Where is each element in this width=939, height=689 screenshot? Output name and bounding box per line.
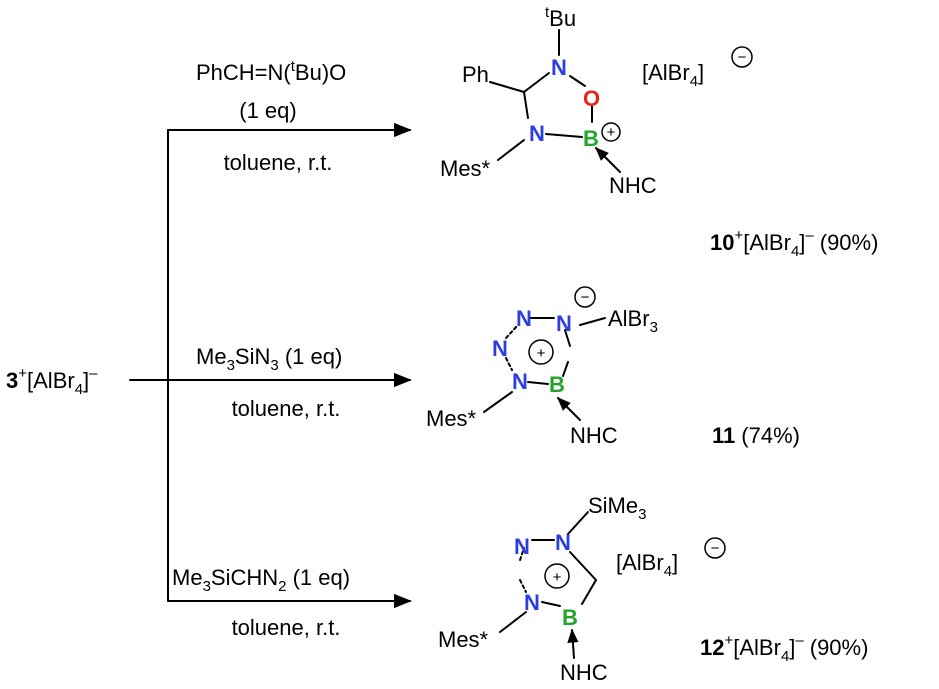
product-12-label: 12+[AlBr4]–(90%): [700, 632, 868, 665]
product-10-label: 10+[AlBr4]–(90%): [710, 227, 878, 260]
product-12-anion: [AlBr4]: [616, 550, 678, 580]
product-11-n1: N: [516, 306, 532, 331]
product-10-boron-charge: +: [607, 124, 616, 141]
start-anion-close: ]: [83, 368, 89, 393]
product-11-n3: N: [556, 311, 572, 336]
product-11-al-charge: −: [581, 289, 590, 306]
conditions-route-3: Me3SiCHN2 (1 eq) toluene, r.t.: [172, 565, 350, 640]
product-12-boron: B: [562, 605, 578, 630]
product-10-anion-charge: −: [738, 49, 747, 66]
product-12-nhc: NHC: [560, 660, 608, 685]
product-10-mes: Mes*: [440, 156, 491, 181]
conditions-route-2: Me3SiN3 (1 eq) toluene, r.t.: [196, 344, 342, 421]
product-10-n-bottom: N: [529, 121, 545, 146]
start-compound-number: 3: [6, 368, 18, 393]
branch-lines: [129, 122, 412, 609]
conditions-2: toluene, r.t.: [232, 396, 341, 421]
reagent-1-eq: (1 eq): [239, 98, 296, 123]
product-12-mes: Mes*: [438, 627, 489, 652]
product-10-oxygen: O: [583, 86, 600, 111]
reagent-2: Me3SiN3 (1 eq): [196, 344, 342, 374]
start-anion-sub: 4: [75, 381, 83, 398]
conditions-1: toluene, r.t.: [224, 150, 333, 175]
start-anion-charge: –: [89, 365, 98, 382]
product-11-ring-charge: +: [537, 345, 546, 362]
product-11-albr3: AlBr3: [608, 306, 658, 336]
product-10-n-top: N: [551, 55, 567, 80]
product-11-boron: B: [549, 372, 565, 397]
product-12-ring-charge: +: [553, 569, 562, 586]
product-11-n4: N: [512, 369, 528, 394]
start-charge-sup: +: [18, 365, 27, 382]
product-10-structure: tBu Ph N O N B + Mes* NHC [AlBr4] −: [440, 4, 753, 198]
product-10-nhc: NHC: [609, 173, 657, 198]
product-12-n3: N: [524, 590, 540, 615]
product-11-structure: + N N N N B − AlBr3 Mes* NHC: [426, 286, 658, 448]
product-10-boron: B: [583, 126, 599, 151]
conditions-3: toluene, r.t.: [232, 615, 341, 640]
product-12-anion-charge: −: [711, 540, 720, 557]
product-12-structure: + SiMe3 N N N B Mes* NHC [AlBr4] −: [438, 493, 726, 685]
reagent-3: Me3SiCHN2 (1 eq): [172, 565, 350, 595]
product-11-n2: N: [492, 336, 508, 361]
start-anion: [AlBr: [27, 368, 75, 393]
product-12-n1: N: [514, 534, 530, 559]
product-10-anion: [AlBr4]: [642, 60, 704, 90]
starting-material: 3+[AlBr4]–: [6, 365, 98, 398]
conditions-route-1: PhCH=N(tBu)O (1 eq) toluene, r.t.: [196, 58, 346, 175]
product-12-sime3: SiMe3: [588, 493, 646, 523]
product-10-phenyl: Ph: [462, 62, 489, 87]
product-11-mes: Mes*: [426, 406, 477, 431]
product-11-label: 11(74%): [712, 423, 800, 448]
reagent-1: PhCH=N(tBu)O: [196, 58, 346, 85]
product-11-nhc: NHC: [570, 423, 618, 448]
product-12-n2: N: [555, 530, 571, 555]
product-10-tbu: tBu: [545, 4, 576, 31]
svg-text:3+[AlBr4]–: 3+[AlBr4]–: [6, 365, 98, 398]
